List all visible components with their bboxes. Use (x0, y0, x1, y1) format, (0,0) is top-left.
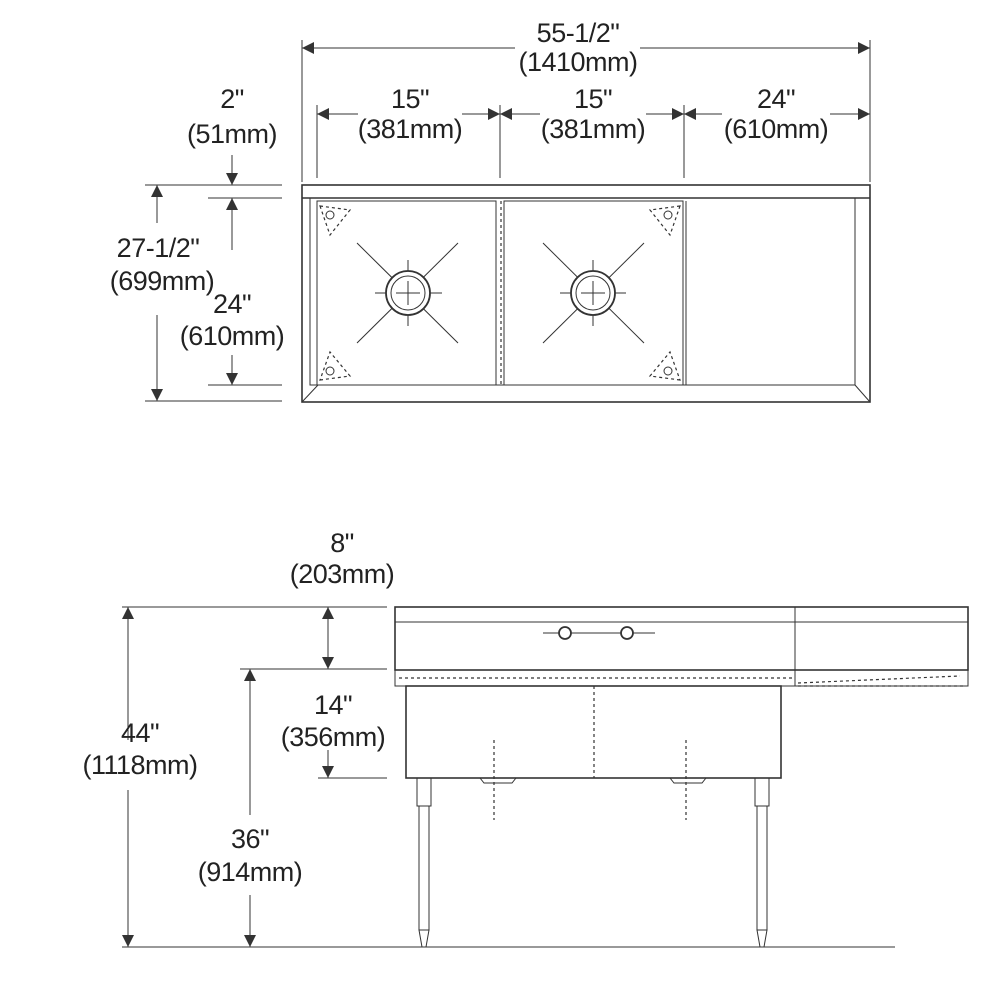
corner-gusset (648, 350, 681, 381)
corner-gusset (319, 350, 352, 381)
bowl-depth-front-in: 14" (314, 690, 352, 720)
drain-2 (542, 242, 645, 344)
backsplash-height-in: 8" (330, 528, 354, 558)
drainboard-width-in: 24" (757, 84, 795, 114)
rim-height-in: 36" (231, 824, 269, 854)
compartment-1-width-mm: (381mm) (358, 114, 463, 144)
backsplash (394, 606, 969, 671)
compartment-2-width-in: 15" (574, 84, 612, 114)
top-view-dimensions (145, 40, 871, 402)
overall-depth-mm: (699mm) (110, 266, 215, 296)
bowl-depth-in: 24" (213, 289, 251, 319)
front-view (122, 606, 969, 948)
overall-height-mm: (1118mm) (82, 750, 197, 780)
overall-width-in: 55-1/2" (537, 18, 620, 48)
overall-height-in: 44" (121, 718, 159, 748)
faucet-hole-icon (620, 626, 634, 640)
drain-1 (356, 242, 459, 344)
drainboard (794, 669, 969, 687)
backsplash-depth-in: 2" (220, 84, 244, 114)
compartment-1-width-in: 15" (391, 84, 429, 114)
backsplash-height-mm: (203mm) (290, 559, 395, 589)
bowl-depth-front-mm: (356mm) (281, 722, 386, 752)
compartment-2 (503, 200, 684, 386)
top-view-labels: 55-1/2" (1410mm) 15" (381mm) 15" (381mm)… (110, 18, 829, 351)
overall-depth-in: 27-1/2" (117, 233, 200, 263)
leg-right (754, 777, 770, 948)
top-view (301, 184, 871, 403)
drainboard-width-mm: (610mm) (724, 114, 829, 144)
front-view-labels: 8" (203mm) 44" (1118mm) 14" (356mm) 36" … (82, 528, 394, 887)
overall-width-mm: (1410mm) (518, 47, 637, 77)
bowl-depth-mm: (610mm) (180, 321, 285, 351)
backsplash-depth-mm: (51mm) (187, 119, 277, 149)
corner-gusset (648, 205, 681, 237)
top-view-outline (301, 184, 871, 403)
corner-gusset (319, 205, 352, 237)
compartment-2-width-mm: (381mm) (541, 114, 646, 144)
front-view-dimensions (122, 606, 387, 947)
rim-height-mm: (914mm) (198, 857, 303, 887)
leg-left (416, 777, 432, 948)
faucet-hole-icon (558, 626, 572, 640)
